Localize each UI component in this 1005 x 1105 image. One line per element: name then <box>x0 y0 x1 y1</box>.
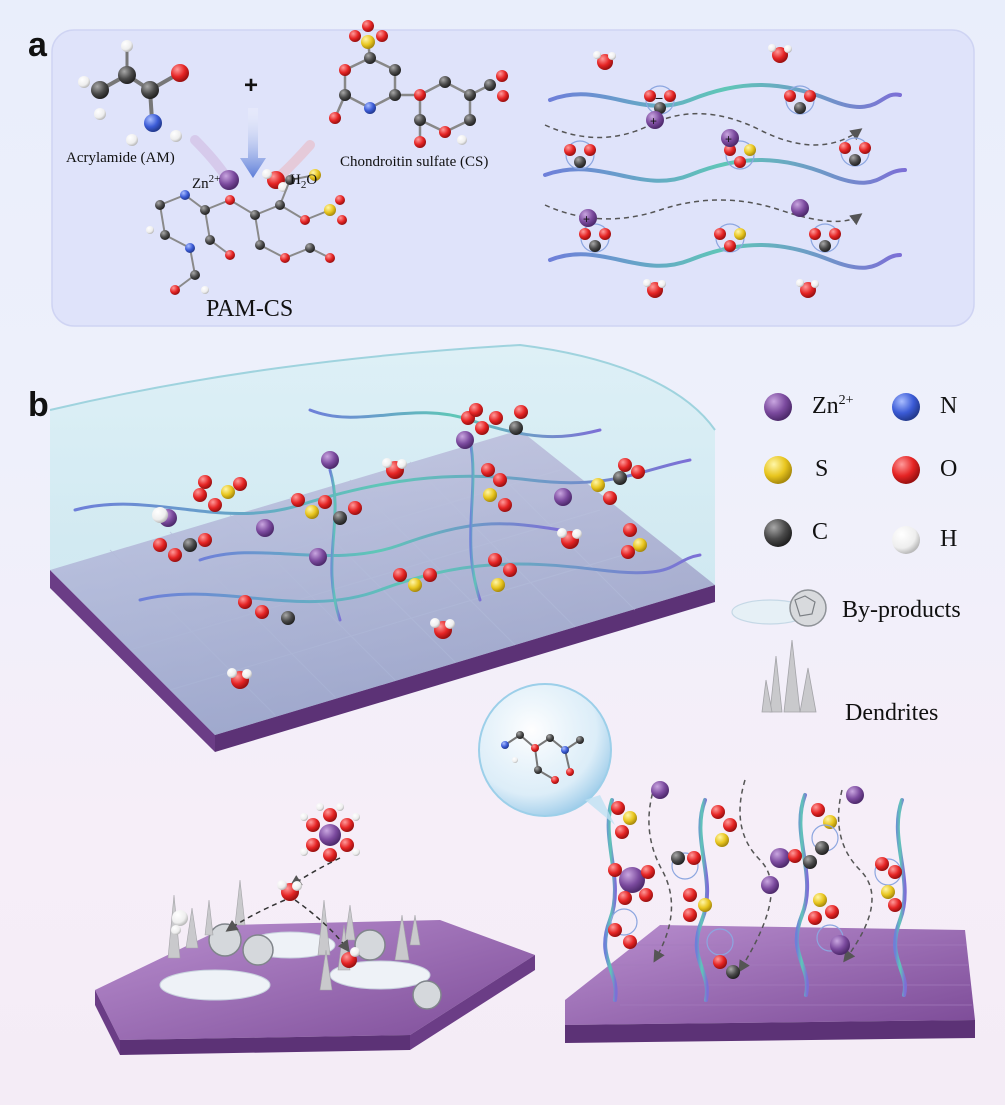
panel-a-charged-groups: − <box>564 85 871 253</box>
water-o: O <box>306 172 318 188</box>
magnified-molecule-bubble <box>478 683 615 825</box>
chondroitin-sulfate-atoms <box>329 20 509 148</box>
legend-n-ball <box>892 393 920 421</box>
water-subscript: 2 <box>300 179 307 191</box>
legend-zn-ball <box>764 393 792 421</box>
legend-dendrites-label: Dendrites <box>845 700 939 726</box>
panel-label-a: a <box>28 26 47 64</box>
zn-ion-small <box>190 135 239 190</box>
legend-atoms <box>764 393 920 554</box>
legend-c-ball <box>764 519 792 547</box>
legend-byproduct-icon <box>731 589 827 627</box>
svg-text:+: + <box>650 114 657 128</box>
zn-ion-charge: 2+ <box>208 173 221 185</box>
legend-s-ball <box>764 456 792 484</box>
acrylamide-molecule <box>78 40 189 146</box>
pam-cs-label: PAM-CS <box>206 296 294 322</box>
legend-zn-symbol: Zn <box>812 393 839 419</box>
legend-s-label: S <box>815 456 829 482</box>
bare-zinc-reaction-paths <box>225 857 350 953</box>
svg-text:+: + <box>725 132 732 146</box>
chondroitin-sulfate-label: Chondroitin sulfate (CS) <box>340 154 489 170</box>
zn-ion-symbol: Zn <box>192 176 209 192</box>
svg-text:+: + <box>583 212 590 226</box>
legend-byproducts-label: By-products <box>842 597 961 623</box>
bare-zinc-anode <box>95 920 535 1055</box>
acrylamide-label: Acrylamide (AM) <box>66 150 175 166</box>
legend-h-ball <box>892 526 920 554</box>
legend-h-label: H <box>940 526 958 552</box>
panel-a-polymer-chains <box>543 83 907 270</box>
legend-n-label: N <box>940 393 958 419</box>
water-label: H2O <box>290 172 317 191</box>
protected-zinc-anode <box>565 925 975 1043</box>
panel-a-transport-paths <box>544 112 863 226</box>
reaction-plus-sign: + <box>244 72 259 99</box>
solvated-zn-cluster <box>300 803 360 862</box>
legend-zn-charge: 2+ <box>838 393 854 408</box>
legend-o-ball <box>892 456 920 484</box>
zn-ion-label: Zn2+ <box>192 173 220 193</box>
panel-a-zn-ions: + + + <box>579 111 809 227</box>
panel-a-box <box>51 29 975 327</box>
protected-zinc-chains <box>603 793 907 1002</box>
legend-o-label: O <box>940 456 958 482</box>
pam-cs-atoms <box>146 169 347 295</box>
hydrogel-chains <box>73 408 702 622</box>
bare-zinc-byproducts <box>159 923 442 1010</box>
water-h: H <box>290 172 301 188</box>
bare-zinc-water <box>171 880 360 968</box>
legend-zn-label: Zn2+ <box>812 393 854 420</box>
reaction-arrow <box>240 108 266 178</box>
legend-dendrite-icon <box>761 639 817 713</box>
panel-a-water-molecules <box>593 44 819 298</box>
panel-label-b: b <box>28 386 49 424</box>
protected-zinc-transport-paths <box>648 779 873 973</box>
protected-zinc-texture <box>590 944 972 1006</box>
water-molecule-small <box>262 140 315 192</box>
protected-zinc-groups <box>608 781 902 979</box>
hydrogel-atoms <box>152 403 647 689</box>
legend-c-label: C <box>812 519 829 545</box>
hydrogel-block <box>49 343 716 735</box>
svg-text:−: − <box>655 90 663 106</box>
